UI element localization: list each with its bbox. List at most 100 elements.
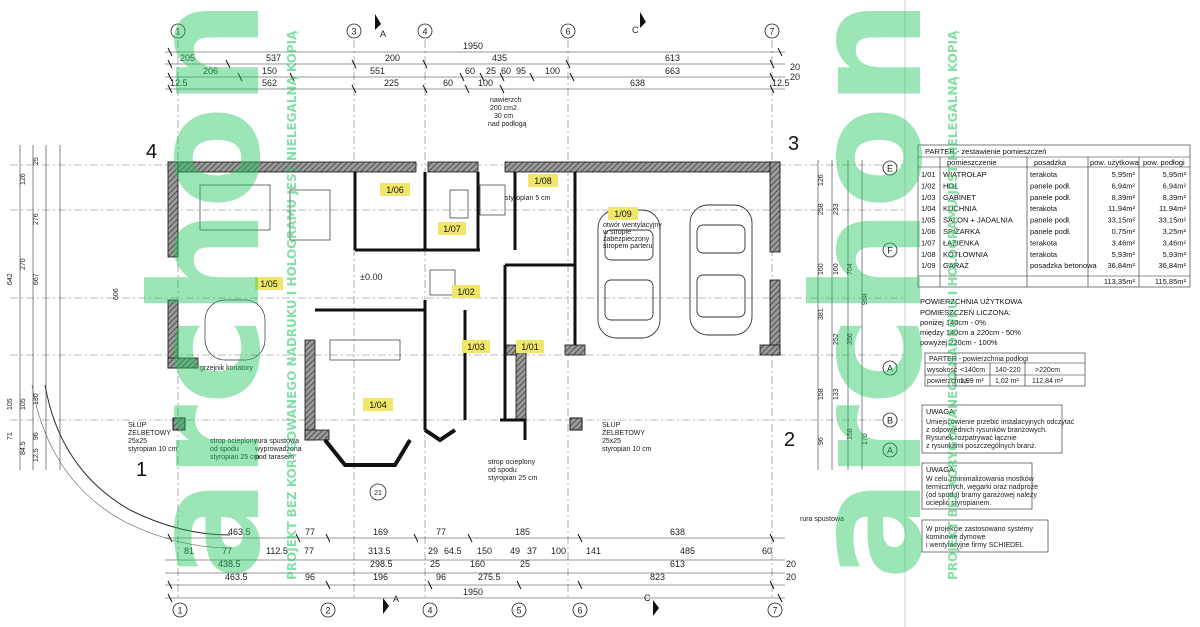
svg-text:6: 6 (577, 606, 582, 616)
svg-text:E: E (887, 164, 893, 174)
dim-text: 233 (833, 203, 840, 215)
table-cell: terakota (1030, 204, 1058, 213)
usable-area-subtitle: POMIESZCZEŃ LICZONA: (920, 308, 1011, 317)
dim-text: 60 (762, 546, 772, 556)
notes-line: ocieplić styropianem. (926, 500, 991, 507)
note-text: styropian 25 cm (210, 454, 260, 461)
svg-text:1: 1 (175, 27, 180, 37)
column-right (569, 417, 583, 431)
table-cell: 3,25m² (1163, 227, 1187, 236)
dim-text: 252 (833, 333, 840, 345)
table-cell: KUCHNIA (943, 204, 977, 213)
dim-text: 613 (670, 559, 685, 569)
table-header: pomieszczenie (947, 158, 997, 167)
table-cell: GABINET (943, 193, 976, 202)
terrace-outline-outer (31, 384, 231, 549)
rooms-table-text: PARTER - zestawienie pomieszczeń pomiesz… (925, 147, 1185, 167)
dim-text: 823 (650, 572, 665, 582)
table-total: 113,35m² (1104, 277, 1136, 286)
svg-text:A: A (393, 594, 399, 604)
table-header: wysokość (926, 367, 958, 374)
usable-area-line: poniżej 140cm - 0% (920, 318, 986, 327)
watermark-notice-left: PROJEKT BEZ KORYGOWANEGO NADRUKU I HOLOG… (285, 30, 299, 580)
notes-title: UWAGA: (926, 465, 956, 474)
dim-text: 49 (510, 546, 520, 556)
dim-text: 435 (492, 53, 507, 63)
note-text: 21 (374, 490, 382, 497)
rooms-table-title: PARTER - zestawienie pomieszczeń (925, 147, 1046, 156)
dim-text: 704 (847, 263, 854, 275)
note-text: wyprowadzona (254, 446, 302, 453)
dim-text: 130 (33, 393, 40, 405)
table-header: posadzka (1034, 158, 1067, 167)
dim-text: 133 (833, 388, 840, 400)
dim-text: 71 (7, 432, 14, 440)
section-marker-c-top: C (632, 12, 646, 35)
axis-bubble: 4 (422, 602, 438, 618)
room-tag: 1/06 (380, 183, 410, 196)
svg-text:1/02: 1/02 (457, 287, 475, 297)
table-cell: 1/05 (921, 216, 936, 225)
note-text: stropem parteru (603, 243, 653, 250)
table-cell: 3,46m² (1112, 238, 1136, 247)
dim-text: 29 (428, 546, 438, 556)
column-left (172, 417, 186, 431)
axis-bubble: 7 (764, 23, 780, 39)
dim-text: 169 (373, 527, 388, 537)
dim-text: 25 (486, 66, 496, 76)
note-text: od spodu (488, 467, 517, 474)
entrance-wall (500, 418, 527, 440)
axis-bubble: 2 (320, 602, 336, 618)
table-cell: 33,15m² (1107, 216, 1135, 225)
table-cell: 5,95m² (1112, 170, 1136, 179)
dimension-texts-left: 126 642 667 270 606 105 105 71 84.5 96 1… (7, 157, 120, 462)
garage-cars (597, 204, 753, 339)
svg-text:7: 7 (769, 27, 774, 37)
table-cell: 1,02 m² (995, 378, 1019, 385)
notes-title: UWAGA: (926, 407, 956, 416)
dim-text: 77 (304, 546, 314, 556)
dim-text: 613 (665, 53, 680, 63)
floor-area-table (924, 352, 1086, 387)
dim-text: 667 (33, 273, 40, 285)
watermark-logo-right: archon (782, 0, 956, 580)
floor-area-title: PARTER - powierzchnia podłogi (929, 356, 1029, 363)
table-cell: 1/07 (921, 238, 936, 247)
table-cell: 33,15m² (1158, 216, 1186, 225)
room-tags: 1/05 1/06 1/07 1/08 1/09 1/02 1/03 1/04 … (255, 174, 638, 411)
table-cell: 112,84 m² (1032, 378, 1064, 385)
room-tag: 1/02 (452, 285, 480, 298)
dim-text: 25 (520, 559, 530, 569)
notes-line: i wentylacyjne firmy SCHIEDEL (926, 542, 1024, 549)
note-text: nawierzch (490, 97, 522, 104)
dimension-texts-right: 126 258 233 704 958 160 160 381 252 356 … (818, 174, 869, 445)
table-header: >220cm (1035, 367, 1060, 374)
table-cell: ŁAZIENKA (943, 238, 979, 247)
table-cell: 1/09 (921, 261, 936, 270)
axis-bubble: 4 (417, 23, 433, 39)
table-cell: 5,93m² (1163, 250, 1187, 259)
corner-number-2: 2 (784, 429, 795, 451)
dim-text: 551 (370, 66, 385, 76)
axis-bubbles-top: 1 3 4 6 7 (170, 23, 780, 39)
dim-text: 25 (430, 559, 440, 569)
dim-text: 100 (478, 78, 493, 88)
svg-text:F: F (887, 246, 893, 256)
dim-text: 77 (436, 527, 446, 537)
dim-text: 463.5 (225, 572, 248, 582)
svg-text:7: 7 (772, 606, 777, 616)
furniture (199, 184, 506, 361)
dim-text: 126 (20, 173, 27, 185)
dim-text: 638 (670, 527, 685, 537)
table-cell: 0,75m² (1112, 227, 1136, 236)
dim-text: 105 (7, 398, 14, 410)
section-marker-c-bottom: C (644, 593, 659, 616)
note-text: styropian 10 cm (602, 446, 652, 453)
table-cell: panele podł. (1030, 181, 1071, 190)
svg-text:C: C (632, 25, 639, 35)
note-text: styropian 5 cm (505, 195, 551, 202)
usable-area-block: POWIERZCHNIA UŻYTKOWA POMIESZCZEŃ LICZON… (920, 297, 1022, 347)
svg-text:4: 4 (427, 606, 432, 616)
